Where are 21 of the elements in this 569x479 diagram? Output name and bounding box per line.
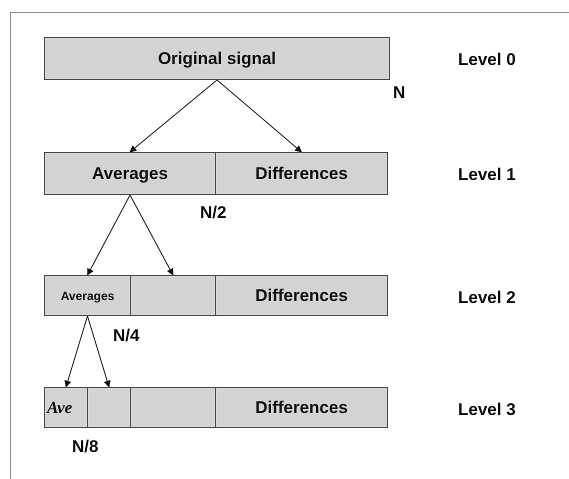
signal-segment: Differences [215,275,388,316]
length-label: N/2 [200,203,226,223]
level-label: Level 2 [458,288,516,308]
arrow [87,194,130,276]
signal-segment: Averages [44,152,216,195]
signal-segment: Differences [215,152,388,195]
length-label: N [393,83,406,103]
signal-segment: Original signal [44,37,390,80]
signal-segment: Averages [44,275,131,316]
arrow [130,194,174,276]
length-label: N/8 [72,437,98,457]
length-label: N/4 [113,326,140,346]
arrow [64,316,88,388]
level-label: Level 1 [458,165,516,185]
signal-segment: Ave [44,387,88,428]
arrow [129,80,218,152]
level-label: Level 3 [458,400,516,420]
level-label: Level 0 [458,50,516,70]
arrow [216,80,302,152]
signal-segment: Differences [215,387,388,428]
arrow [87,316,111,388]
